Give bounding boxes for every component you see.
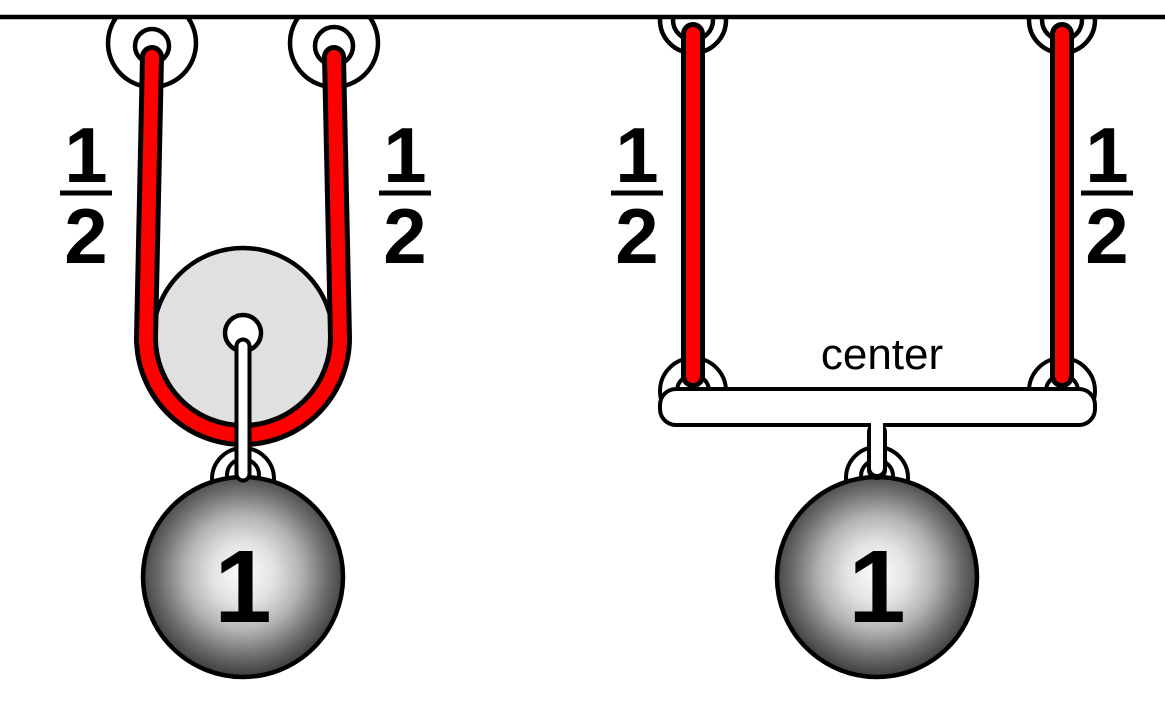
fraction-numerator: 1 xyxy=(64,111,107,199)
bar-center-label: center xyxy=(821,330,943,379)
left-pulley-system: 1 xyxy=(133,45,353,680)
left-weight-label: 1 xyxy=(214,529,271,644)
fraction-denominator: 2 xyxy=(64,192,107,280)
tension-label: 1 2 xyxy=(611,111,663,280)
right-weight-label: 1 xyxy=(848,529,905,644)
fraction-numerator: 1 xyxy=(615,111,658,199)
tension-label: 1 2 xyxy=(379,111,431,280)
fraction-denominator: 2 xyxy=(615,192,658,280)
fraction-numerator: 1 xyxy=(383,111,426,199)
ceiling-mask xyxy=(0,0,1165,15)
fraction-numerator: 1 xyxy=(1085,111,1128,199)
fraction-denominator: 2 xyxy=(383,192,426,280)
tension-label: 1 2 xyxy=(1081,111,1133,280)
right-bar-system: center 1 xyxy=(658,22,1097,680)
tension-label: 1 2 xyxy=(60,111,112,280)
fraction-denominator: 2 xyxy=(1085,192,1128,280)
